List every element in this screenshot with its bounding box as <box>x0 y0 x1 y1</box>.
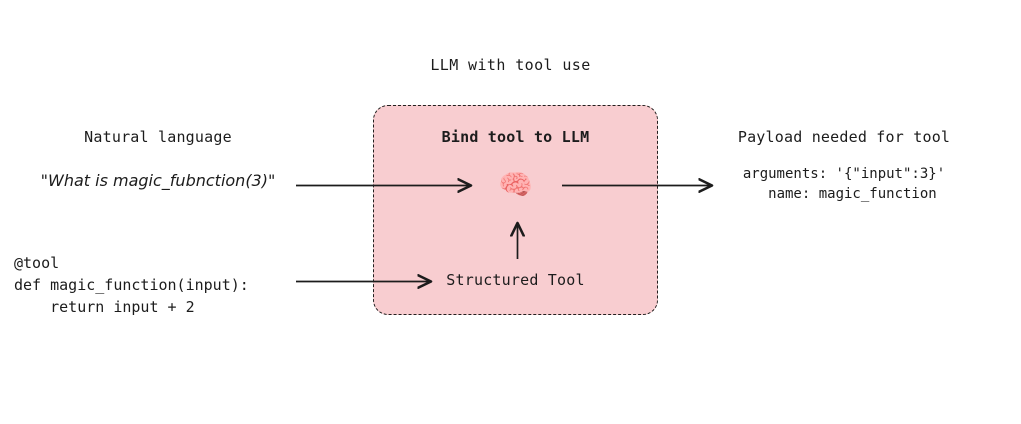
diagram-title: LLM with tool use <box>430 56 591 74</box>
natural-language-quote: "What is magic_fubnction(3)" <box>40 171 276 190</box>
bind-tool-to-llm-label: Bind tool to LLM <box>441 128 590 146</box>
natural-language-header: Natural language <box>84 128 232 146</box>
payload-body: arguments: '{"input":3}' name: magic_fun… <box>742 166 946 202</box>
brain-icon: 🧠 <box>498 168 533 201</box>
tool-code-block: @tool def magic_function(input): return … <box>14 254 249 316</box>
structured-tool-label: Structured Tool <box>446 271 585 289</box>
payload-header: Payload needed for tool <box>737 128 951 146</box>
